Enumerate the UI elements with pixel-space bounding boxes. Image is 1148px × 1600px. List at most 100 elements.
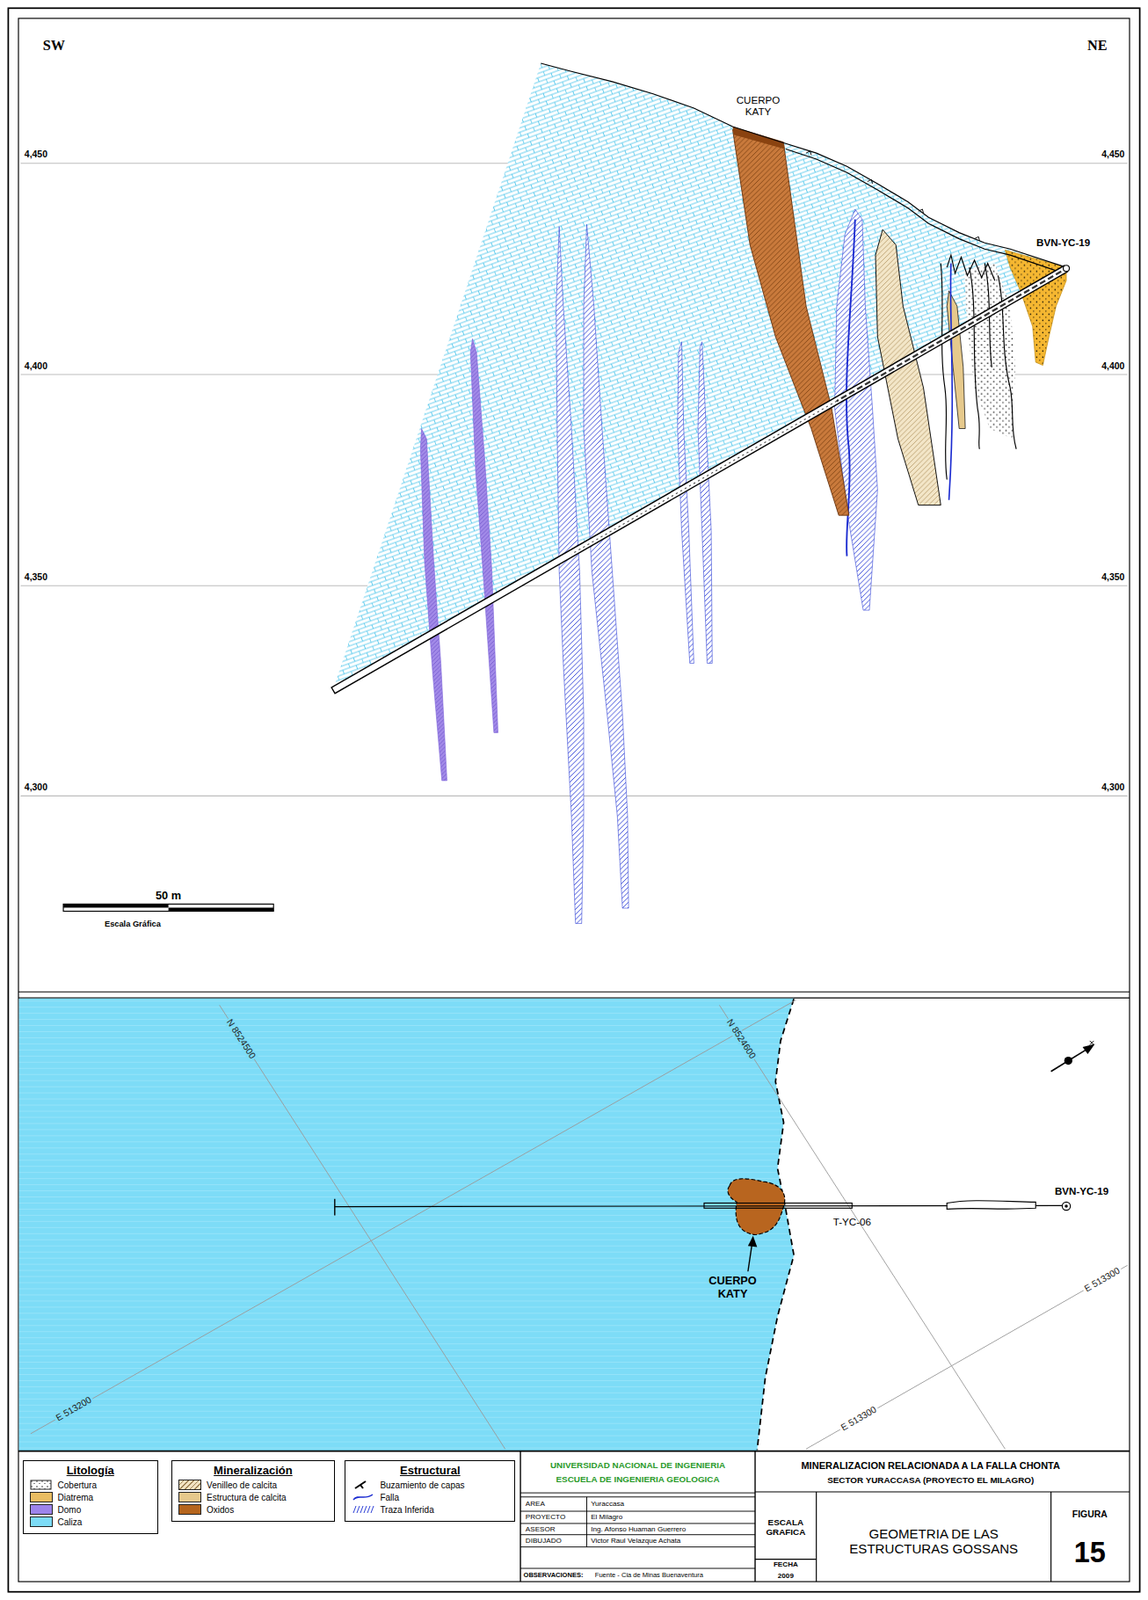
legend-sample bbox=[29, 1479, 53, 1490]
drill-hole-core bbox=[334, 268, 1066, 691]
title-block-cell: PROYECTO bbox=[525, 1513, 566, 1522]
fault-line bbox=[949, 262, 953, 500]
limestone-outcrop bbox=[19, 998, 795, 1451]
orientation-label: NE bbox=[1087, 37, 1108, 55]
inferred-trace bbox=[677, 341, 695, 664]
road-line bbox=[785, 148, 1061, 272]
legend-sample bbox=[351, 1479, 375, 1490]
oxide-body bbox=[732, 129, 849, 516]
scale-label: Escala Gráfica bbox=[104, 918, 161, 929]
north-arrow bbox=[1082, 1043, 1096, 1054]
legend-text: Domo bbox=[58, 1504, 82, 1515]
limestone-body bbox=[332, 63, 1067, 691]
legend-swatch bbox=[178, 1479, 202, 1490]
elevation-label: 4,400 bbox=[24, 361, 48, 372]
legend-row: Diatrema bbox=[29, 1491, 152, 1503]
title-block-cell: Yuraccasa bbox=[590, 1499, 625, 1508]
title-block-line bbox=[519, 1451, 521, 1583]
title-block-cell: DIBUJADO bbox=[525, 1536, 562, 1545]
leader-line bbox=[748, 1243, 753, 1272]
drill-hole bbox=[332, 268, 1067, 691]
inferred-trace bbox=[583, 224, 629, 909]
legend-row: Buzamiento de capas bbox=[351, 1479, 509, 1490]
legend-heading: Estructural bbox=[351, 1463, 509, 1477]
legend-row: Cobertura bbox=[29, 1479, 152, 1490]
cover-sample bbox=[30, 1480, 51, 1490]
fault-symbol bbox=[353, 1494, 373, 1500]
title-block-cell: 2009 bbox=[777, 1571, 794, 1580]
legend-box: LitologíaCoberturaDiatremaDomoCaliza bbox=[22, 1460, 159, 1534]
diatreme-body bbox=[1004, 249, 1067, 365]
legend-text: Estructura de calcita bbox=[206, 1492, 287, 1503]
dip-symbol bbox=[355, 1481, 366, 1489]
dome-dike bbox=[470, 338, 498, 733]
legend-box: MineralizaciónVenilleo de calcitaEstruct… bbox=[171, 1460, 335, 1522]
drawing-title: MINERALIZACION RELACIONADA A LA FALLA CH… bbox=[800, 1460, 1061, 1472]
topographic-surface bbox=[540, 63, 1067, 268]
scale-bar bbox=[63, 903, 169, 908]
legend-swatch bbox=[178, 1504, 202, 1515]
title-block-cell: UNIVERSIDAD NACIONAL DE INGENIERIA bbox=[550, 1460, 726, 1470]
title-block-cell: Ing. Afonso Huaman Guerrero bbox=[590, 1525, 686, 1534]
title-block-cell: ESCALA GRAFICA bbox=[756, 1516, 814, 1537]
leader-arrowhead bbox=[748, 1235, 757, 1248]
road-marks bbox=[806, 151, 980, 241]
title-block-cell: FECHA bbox=[773, 1561, 799, 1570]
legend-swatch bbox=[29, 1516, 53, 1527]
legend-row: Traza Inferida bbox=[351, 1504, 509, 1515]
legend-row: Estructura de calcita bbox=[178, 1491, 328, 1503]
legend-row: Venilleo de calcita bbox=[178, 1479, 328, 1490]
legend-row: Falla bbox=[351, 1491, 509, 1503]
calcite-structure bbox=[946, 290, 966, 429]
elevation-label: 4,450 bbox=[24, 149, 48, 160]
title-block-cell: FIGURA bbox=[1072, 1509, 1108, 1520]
legend-swatch bbox=[29, 1504, 53, 1515]
elevation-label: 4,300 bbox=[24, 782, 48, 793]
drill-end-tick bbox=[334, 1198, 335, 1216]
legend-heading: Litología bbox=[29, 1463, 152, 1477]
calcite-veinlets bbox=[875, 229, 941, 505]
title-block-cell: GEOMETRIA DE LAS ESTRUCTURAS GOSSANS bbox=[844, 1525, 1024, 1557]
orientation-label: SW bbox=[43, 37, 66, 55]
inferred-trace bbox=[697, 341, 713, 664]
dome-dike bbox=[420, 428, 447, 781]
title-block-cell: Fuente - Cia de Minas Buenaventura bbox=[595, 1571, 704, 1580]
title-block-cell: AREA bbox=[525, 1499, 545, 1508]
legend-swatch bbox=[29, 1491, 53, 1503]
title-block-cell: Victor Raul Velazque Achata bbox=[590, 1536, 681, 1545]
legend-text: Buzamiento de capas bbox=[379, 1480, 465, 1490]
outer-frame bbox=[7, 7, 1140, 1592]
legend-text: Traza Inferida bbox=[379, 1504, 434, 1515]
legend-text: Cobertura bbox=[58, 1480, 97, 1490]
legend-text: Venilleo de calcita bbox=[206, 1480, 277, 1490]
oxide-outcrop bbox=[732, 126, 785, 150]
trace-symbol bbox=[353, 1505, 374, 1513]
trench bbox=[946, 1200, 1036, 1210]
elevation-label: 4,400 bbox=[1101, 361, 1125, 372]
title-block-line bbox=[754, 1451, 756, 1583]
title-block-line bbox=[755, 1491, 1130, 1582]
title-block-cell: El Milagro bbox=[590, 1513, 623, 1522]
title-block-cell: SECTOR YURACCASA (PROYECTO EL MILAGRO) bbox=[827, 1475, 1034, 1486]
legend-heading: Mineralización bbox=[178, 1463, 328, 1477]
plan-label: CUERPO KATY bbox=[697, 1274, 769, 1301]
legend-text: Falla bbox=[379, 1492, 400, 1503]
drill-hole-interval bbox=[836, 271, 1061, 401]
inferred-trace bbox=[835, 209, 879, 611]
legend-sample bbox=[351, 1491, 375, 1503]
collar bbox=[1063, 265, 1070, 272]
inner-frame bbox=[18, 18, 1130, 1582]
legend-text: Oxidos bbox=[206, 1504, 234, 1515]
north-arrow bbox=[1051, 1049, 1086, 1071]
trench bbox=[704, 1202, 852, 1208]
elevation-label: 4,350 bbox=[1101, 572, 1125, 583]
panel-divider bbox=[18, 991, 1130, 993]
scale-bar bbox=[63, 903, 274, 911]
north-arrow bbox=[1089, 1040, 1095, 1046]
title-block-cell: OBSERVACIONES: bbox=[523, 1571, 584, 1580]
title-block-cell: ASESOR bbox=[525, 1525, 556, 1534]
elevation-label: 4,300 bbox=[1101, 782, 1125, 793]
legend-box: EstructuralBuzamiento de capasFallaTraza… bbox=[344, 1460, 516, 1522]
legend-text: Diatrema bbox=[58, 1492, 95, 1503]
collar bbox=[1064, 1204, 1068, 1207]
